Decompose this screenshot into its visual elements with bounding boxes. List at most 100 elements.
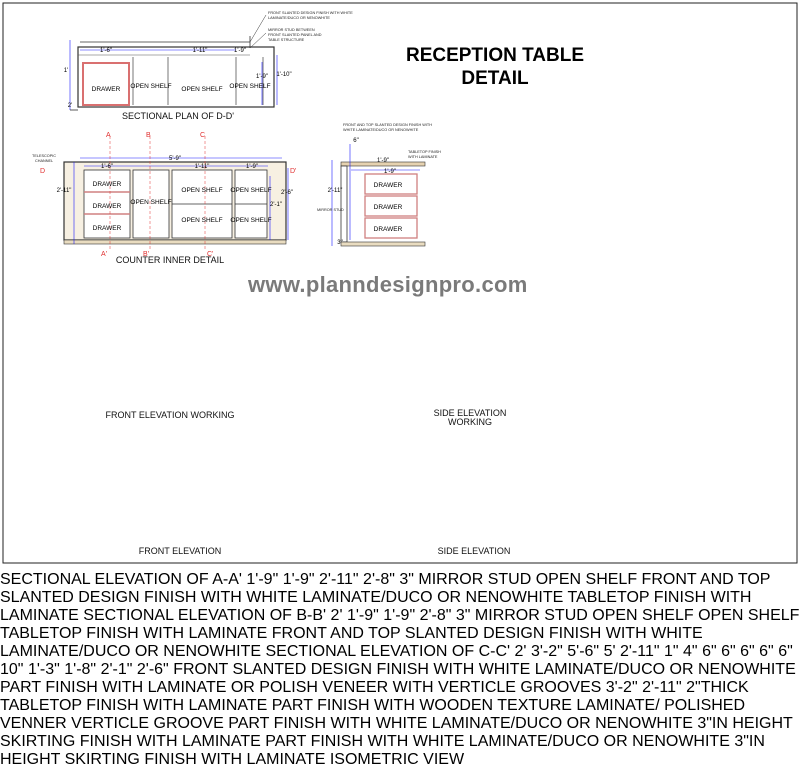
plan-cell-open-shelf-3: OPEN SHELF <box>229 83 270 90</box>
counter-inner-detail: A B C A' B' C' D D' TELESCOPIC CHANNEL 5… <box>32 132 296 258</box>
counter-dim-h2: 2'-6" <box>281 190 293 196</box>
drawing-title: RECEPTION TABLE DETAIL <box>380 44 610 90</box>
isometric-view: ISOMETRIC VIEW <box>330 751 464 768</box>
fw-note-1a: FRONT SLANTED DESIGN FINISH WITH WHITE <box>173 661 531 678</box>
counter-cell-drawer-2: DRAWER <box>93 203 122 210</box>
fw-note-2b: OR POLISH VENEER WITH <box>230 679 434 696</box>
drawing-title-line-2: DETAIL <box>461 68 529 89</box>
sec-b-note-1b: WHITE LAMINATE/DUCO OR NENOWHITE <box>246 589 564 606</box>
plan-cell-drawer: DRAWER <box>92 86 121 93</box>
sec-a-drawer-3: DRAWER <box>374 226 403 233</box>
sec-c-dim-small: 3" <box>455 607 471 624</box>
sec-a-dim-top: 1'-9" <box>377 158 389 164</box>
counter-cell-open-shelf-1: OPEN SHELF <box>130 199 171 206</box>
sec-b-dim-small: 3" <box>399 571 414 588</box>
sheet-border <box>2 2 798 564</box>
plan-dim-top-1: 1'-6" <box>100 48 112 54</box>
sec-c-mirror: MIRROR STUD <box>474 607 588 624</box>
sec-a-caption-1: SECTIONAL ELEVATION <box>0 571 182 588</box>
mark-b-prime: B' <box>143 251 149 258</box>
mark-b: B <box>146 132 151 139</box>
sec-a-dim-small: 3" <box>337 240 342 246</box>
plan-cell-open-shelf-1: OPEN SHELF <box>130 83 171 90</box>
sectional-plan: 1'-6" 1'-11" 1'-9" 1'-9" 1'-10" 1' 2' DR… <box>64 11 353 111</box>
counter-dim-2: 1'-11" <box>195 164 210 170</box>
fw-step-5: 6" <box>740 643 755 660</box>
plan-cell-open-shelf-2: OPEN SHELF <box>181 86 222 93</box>
sec-c-cell-1: OPEN SHELF <box>592 607 694 624</box>
sec-c-caption-2: OF C-C' <box>451 643 511 660</box>
fw-v-1: 10" <box>0 661 24 678</box>
counter-cell-open-shelf-4: OPEN SHELF <box>230 187 271 194</box>
section-a: 1'-9" 1'-9" 6" 2'-11" 3" MIRROR STUD DRA… <box>317 123 441 247</box>
se-note-1a: PART FINISH WITH <box>265 733 409 750</box>
fe-note-1b: FINISH WITH LAMINATE <box>86 697 268 714</box>
fe-note-3: VERTICLE GROOVE <box>71 715 224 732</box>
sec-a-drawer-1: DRAWER <box>374 182 403 189</box>
fe-note-4a: PART FINISH WITH <box>228 715 372 732</box>
sec-b-caption-1: SECTIONAL ELEVATION <box>83 607 266 624</box>
sec-b-mirror: MIRROR STUD <box>418 571 532 588</box>
mark-a: A <box>106 132 111 139</box>
counter-dim-h: 2'-11" <box>57 188 72 194</box>
tele-label-2: CHANNEL <box>35 159 53 163</box>
fw-step-4: 6" <box>721 643 736 660</box>
fw-step-3: 6" <box>702 643 717 660</box>
fw-v-3: 1'-8" <box>64 661 97 678</box>
sec-a-note-2b: WITH LAMINATE <box>408 155 438 159</box>
mark-d: D <box>40 168 45 175</box>
sec-a-dim-mini: 6" <box>353 138 358 144</box>
plan-dim-top-3: 1'-9" <box>234 48 246 54</box>
plan-note-2a: MIRROR STUD BETWEEN <box>268 28 315 32</box>
mark-d-prime: D' <box>290 168 296 175</box>
counter-caption: COUNTER INNER DETAIL <box>115 255 225 265</box>
fw-dim-bot2: 5' <box>603 643 616 660</box>
plan-dim-left: 1' <box>64 68 68 74</box>
front-elevation-caption: FRONT ELEVATION <box>138 546 222 556</box>
fw-step-1: 1" <box>664 643 679 660</box>
sec-b-dim-h: 2'-11" <box>319 571 359 588</box>
drawing-title-line-1: RECEPTION TABLE <box>405 45 585 66</box>
sec-b-dim-top2: 1'-9" <box>282 571 315 588</box>
fw-step-2: 4" <box>683 643 698 660</box>
sec-a-drawer-2: DRAWER <box>374 204 403 211</box>
counter-cell-open-shelf-5: OPEN SHELF <box>230 217 271 224</box>
sec-b-note-2a: TABLETOP FINISH <box>567 589 707 606</box>
fw-note-1b: LAMINATE/DUCO OR NENOWHITE <box>534 661 796 678</box>
counter-dim-h3: 2'-1" <box>270 202 282 208</box>
se-note-2b: FINISH WITH LAMINATE <box>144 751 326 768</box>
fw-step-7: 6" <box>778 643 793 660</box>
sec-a-mirror: MIRROR STUD <box>317 208 344 212</box>
plan-dim-right-2: 1'-10" <box>276 72 291 78</box>
plan-note-2b: FRONT SLANTED PANEL AND <box>268 33 322 37</box>
counter-cell-drawer-3: DRAWER <box>93 225 122 232</box>
sec-a-note-2a: TABLETOP FINISH <box>408 150 441 154</box>
fe-note-2b: TEXTURE LAMINATE/ <box>497 697 660 714</box>
fw-v-5: 2'-6" <box>136 661 169 678</box>
plan-note-1a: FRONT SLANTED DESIGN FINISH WITH WHITE <box>268 11 353 15</box>
sec-a-caption-2: OF A-A' <box>186 571 242 588</box>
sec-a-dim-h: 2'-11" <box>328 188 343 194</box>
plan-dim-left-2: 2' <box>68 103 72 109</box>
drawing-canvas: 1'-6" 1'-11" 1'-9" 1'-9" 1'-10" 1' 2' DR… <box>2 2 798 564</box>
side-elevation-working: 3'-2" 2'-11" <box>606 679 686 696</box>
tele-label-1: TELESCOPIC <box>32 154 56 158</box>
side-working-caption-1: SIDE ELEVATION <box>433 408 507 418</box>
iso-caption: ISOMETRIC VIEW <box>329 751 465 768</box>
sec-c-dim-top2: 1'-9" <box>346 607 379 624</box>
fw-dim-bot: 5'-6" <box>567 643 600 660</box>
fw-step-6: 6" <box>759 643 774 660</box>
fe-note-2a: PART FINISH WITH WOODEN <box>271 697 494 714</box>
counter-cell-drawer-1: DRAWER <box>93 181 122 188</box>
front-working-caption: FRONT ELEVATION WORKING <box>105 410 235 420</box>
sec-b-cell: OPEN SHELF <box>535 571 638 588</box>
mark-c: C <box>200 132 205 139</box>
sec-c-note-2a: FRONT AND TOP SLANTED DESIGN FINISH WITH <box>271 625 647 642</box>
fw-v-4: 2'-1" <box>100 661 133 678</box>
fw-dim-left: 2'-11" <box>619 643 660 660</box>
counter-dim-1: 1'-6" <box>101 164 113 170</box>
fw-note-2a: PART FINISH WITH LAMINATE <box>0 679 227 696</box>
side-elevation-caption: SIDE ELEVATION <box>437 546 511 556</box>
sw-dim-h: 3'-2" <box>605 679 638 696</box>
